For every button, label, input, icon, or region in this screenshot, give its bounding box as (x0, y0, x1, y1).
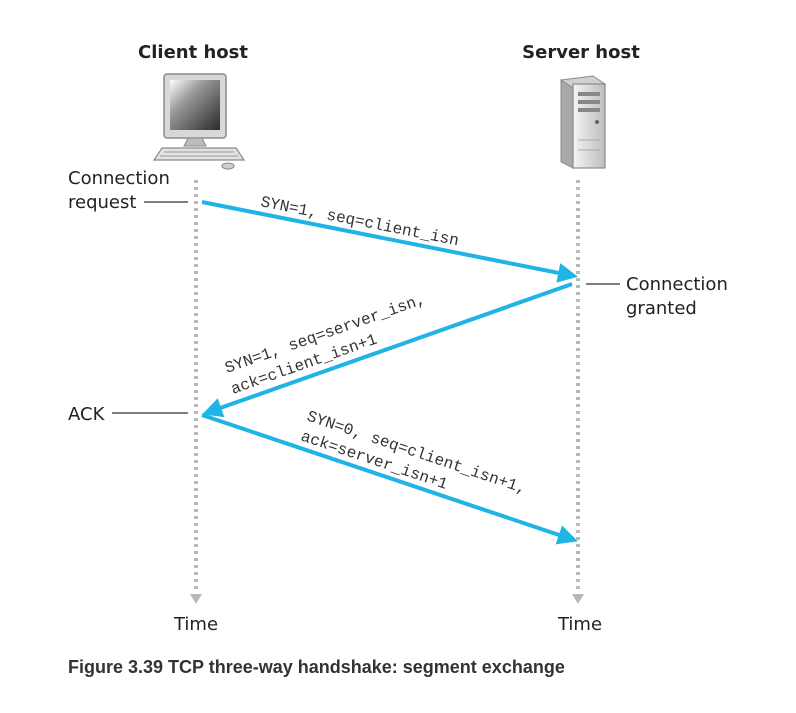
ack-label: ACK (68, 404, 106, 425)
server-timeline-arrow-icon (572, 594, 584, 604)
syn-message: SYN=1, seq=client_isn (259, 193, 460, 250)
server-tower-icon (559, 75, 607, 169)
syn-arrow (201, 200, 578, 283)
synack-arrow (202, 282, 573, 418)
connection-granted-label-line2: granted (626, 298, 697, 319)
connection-granted-label-line1: Connection (626, 274, 728, 295)
connection-request-label-line2: request (68, 192, 136, 213)
client-host-title: Client host (138, 42, 248, 63)
client-timeline-arrow-icon (190, 594, 202, 604)
connection-request-label-line1: Connection (68, 168, 170, 189)
server-host-title: Server host (522, 42, 640, 63)
ack-arrow (201, 413, 578, 545)
client-computer-icon (152, 73, 246, 170)
server-time-label: Time (557, 614, 602, 635)
client-time-label: Time (173, 614, 218, 635)
figure-caption: Figure 3.39 TCP three-way handshake: seg… (68, 657, 565, 677)
